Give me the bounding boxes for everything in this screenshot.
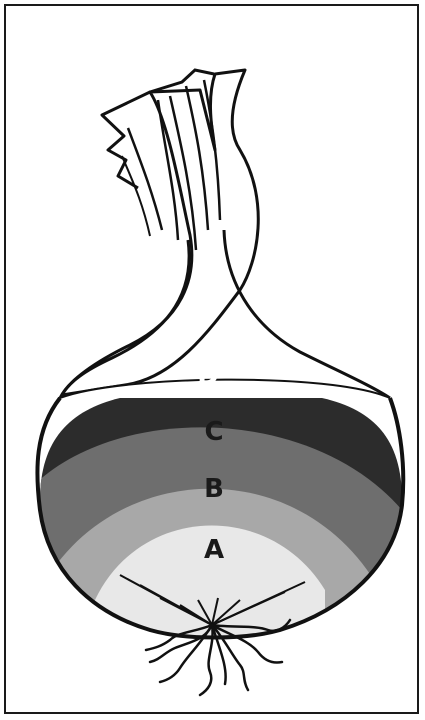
layer-label-a: A <box>204 535 224 565</box>
layer-label-d: D <box>197 361 219 391</box>
layer-label-b: B <box>204 474 224 504</box>
layer-label-c: C <box>204 417 223 447</box>
onion-stalk <box>60 70 390 398</box>
